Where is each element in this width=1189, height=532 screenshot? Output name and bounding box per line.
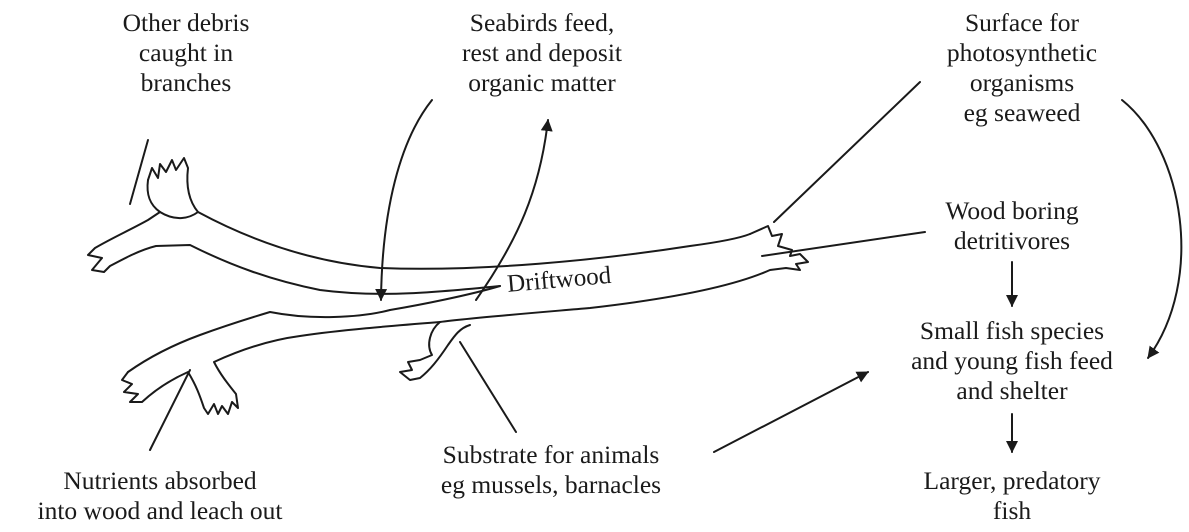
surface-to-fish-arrow [1122,100,1181,358]
small-fish-label: Small fish species and young fish feed a… [911,316,1113,406]
debris-label: Other debris caught in branches [123,8,250,98]
driftwood-outline [88,158,808,414]
seabirds-down-arrow [381,100,432,300]
boring-pointer-line [762,232,925,256]
seabirds-label: Seabirds feed, rest and deposit organic … [462,8,622,98]
surface-pointer-line [774,82,920,222]
substrate-pointer-line [460,342,516,432]
substrate-to-fish-arrow [714,372,868,452]
boring-label: Wood boring detritivores [945,196,1078,256]
substrate-label: Substrate for animals eg mussels, barnac… [441,440,661,500]
larger-fish-label: Larger, predatory fish [924,466,1101,526]
debris-pointer-line [130,140,148,204]
nutrients-label: Nutrients absorbed into wood and leach o… [37,466,282,526]
surface-label: Surface for photosynthetic organisms eg … [947,8,1097,128]
